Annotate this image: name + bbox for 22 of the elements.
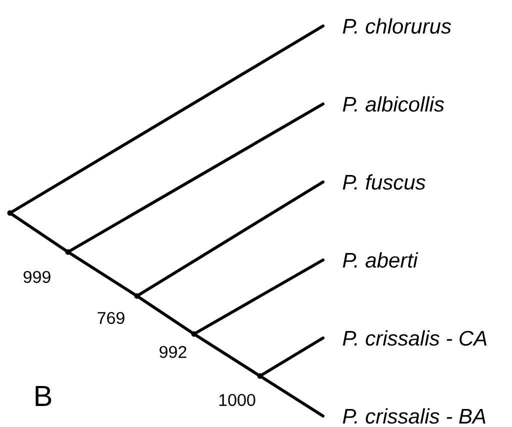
taxon-label: P. fuscus	[342, 174, 426, 190]
taxon-label: P. albicollis	[342, 96, 444, 112]
taxon-label: P. crissalis - CA	[342, 330, 486, 346]
taxon-label: P. aberti	[342, 252, 418, 268]
taxon-label: P. chlorurus	[342, 18, 452, 34]
bootstrap-value: 999	[24, 270, 50, 284]
branch-line	[192, 332, 262, 378]
branch-line	[192, 258, 324, 336]
branch-line	[258, 336, 324, 378]
branch-point	[7, 210, 13, 216]
branch-line	[8, 24, 324, 214]
bootstrap-value: 992	[160, 346, 186, 358]
branch-line	[66, 102, 324, 254]
bootstrap-value: 769	[98, 312, 124, 324]
branch-line	[136, 180, 324, 298]
panel-letter: B	[36, 386, 52, 406]
branch-line	[258, 374, 324, 418]
branch-line	[66, 250, 138, 298]
branch-line	[8, 212, 70, 254]
bootstrap-value: 1000	[219, 394, 256, 406]
branch-line	[136, 294, 196, 336]
taxon-label: P. crissalis - BA	[342, 408, 486, 424]
